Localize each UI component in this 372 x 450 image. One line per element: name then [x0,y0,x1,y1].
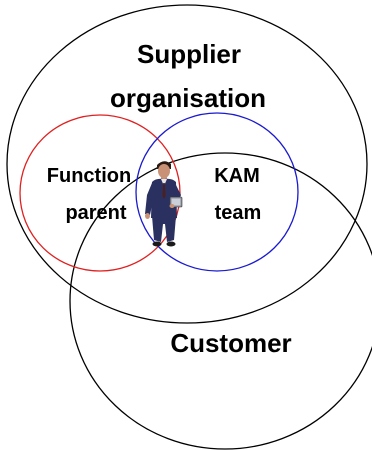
businessman-with-tablet-icon [145,161,183,247]
supplier-label-line2: organisation [110,83,266,113]
customer-circle [69,152,372,450]
function-label-line1: Function [47,165,131,187]
supplier-label-line1: Supplier [137,39,241,69]
supplier-organisation-circle [6,4,368,324]
customer-label: Customer [170,328,291,358]
kam-label-line1: KAM [214,165,260,187]
kam-team-circle [135,112,299,272]
function-label-line2: parent [65,202,126,224]
kam-label-line2: team [215,202,262,224]
